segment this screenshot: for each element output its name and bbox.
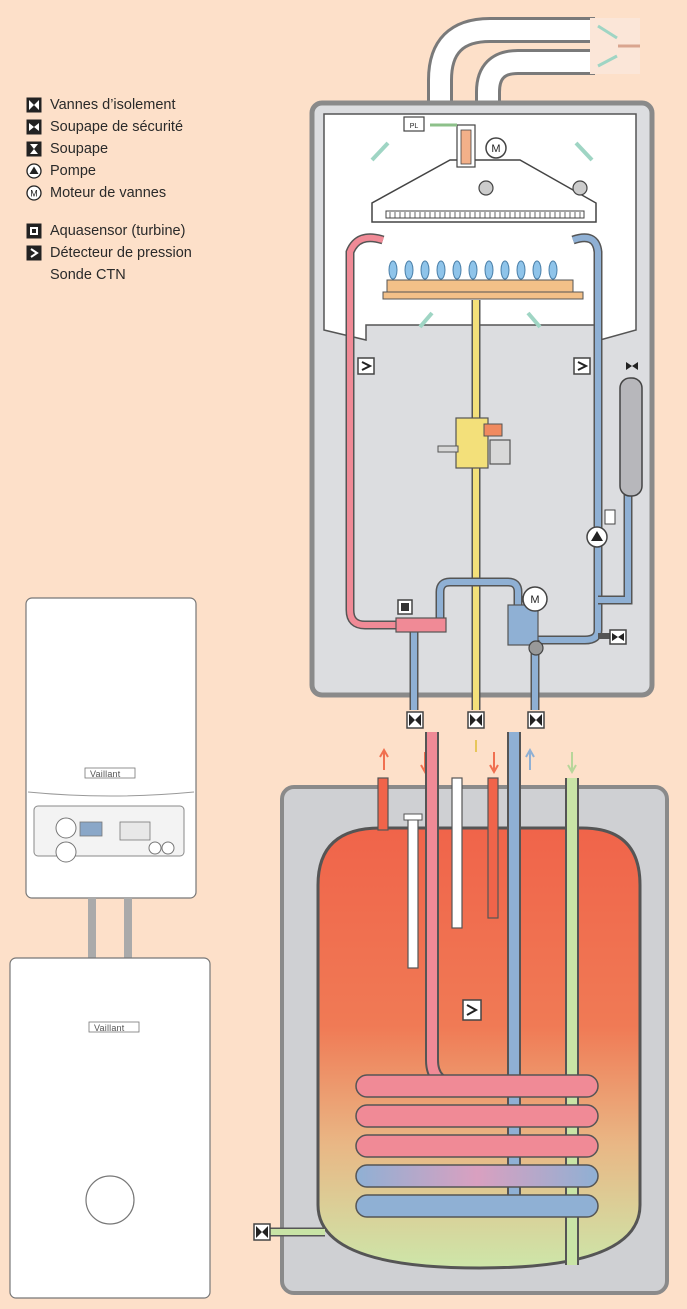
- tank-brand-label: Vaillant: [94, 1023, 125, 1033]
- isolation-valves: [406, 711, 545, 729]
- flue-duct: [427, 17, 640, 110]
- isolation-valve-icon: [26, 97, 42, 113]
- legend-item: Soupape de sécurité: [26, 116, 266, 138]
- legend-label: Pompe: [50, 163, 96, 179]
- legend-item: M Moteur de vannes: [26, 182, 266, 204]
- airflow-arrow: [526, 311, 542, 329]
- fan-motor-letter: M: [491, 143, 500, 155]
- aquasensor-icon: [26, 223, 42, 239]
- plate-heat-exchanger: [395, 617, 447, 633]
- pressure-detector-icon: [26, 245, 42, 261]
- aquasensor-icon: [397, 599, 413, 615]
- legend-item: Aquasensor (turbine): [26, 220, 266, 242]
- legend-label: Moteur de vannes: [50, 185, 167, 201]
- pressure-sensor-icon: [573, 357, 591, 375]
- hot-water-tank: [316, 826, 642, 1270]
- boiler-illustration: [9, 597, 211, 1299]
- legend-label: Sonde CTN: [50, 267, 126, 283]
- legend-label: Vannes d’isolement: [50, 97, 176, 113]
- valve-motor-icon: [522, 586, 548, 612]
- valve-motor-letter: M: [530, 594, 539, 606]
- flue-in-arrow: [597, 54, 618, 68]
- flue-in-arrow: [597, 24, 618, 40]
- legend-item: Détecteur de pression: [26, 242, 266, 264]
- burner-flames: [388, 260, 558, 280]
- safety-valve-icon: [26, 119, 42, 135]
- airflow-arrow: [370, 141, 390, 162]
- tank-dial: [85, 1175, 135, 1225]
- diverter-valve-body: [507, 604, 539, 646]
- legend-label: Aquasensor (turbine): [50, 223, 186, 239]
- sensor-dot: [528, 640, 544, 656]
- airflow-arrow: [574, 141, 594, 162]
- boiler-casing: M PL: [309, 100, 655, 698]
- svg-text:M: M: [30, 189, 38, 199]
- boiler-brand-label: Vaillant: [90, 769, 121, 779]
- sensor-dot: [572, 180, 588, 196]
- airflow-arrow: [418, 311, 434, 329]
- valve-icon: [26, 141, 42, 157]
- safety-valve-icon: [609, 629, 627, 645]
- drain-valve-icon: [253, 1223, 271, 1241]
- pl-tag-text: PL: [410, 123, 419, 130]
- legend-label: Détecteur de pression: [50, 245, 192, 261]
- boiler-pipes: [345, 233, 633, 710]
- heating-coil: [355, 1074, 599, 1218]
- pump-icon: [26, 163, 42, 179]
- legend-item: Vannes d’isolement: [26, 94, 266, 116]
- legend-item: Soupape: [26, 138, 266, 160]
- motor-icon: M: [26, 185, 42, 201]
- pressure-sensor-icon: [357, 357, 375, 375]
- legend-label: Soupape: [50, 141, 109, 157]
- sensor-dot: [478, 180, 494, 196]
- gas-valve: [437, 417, 511, 469]
- flow-arrows: [379, 740, 577, 775]
- expansion-vessel: [619, 362, 643, 497]
- legend: Vannes d’isolement Soupape de sécurité S…: [26, 94, 266, 286]
- pump: [586, 509, 616, 548]
- legend-item: Sonde CTN: [26, 264, 266, 286]
- legend-item: Pompe: [26, 160, 266, 182]
- legend-label: Soupape de sécurité: [50, 119, 184, 135]
- pressure-sensor-icon: [462, 999, 482, 1021]
- pl-tag: [403, 116, 425, 132]
- fan-motor-icon: [485, 137, 507, 159]
